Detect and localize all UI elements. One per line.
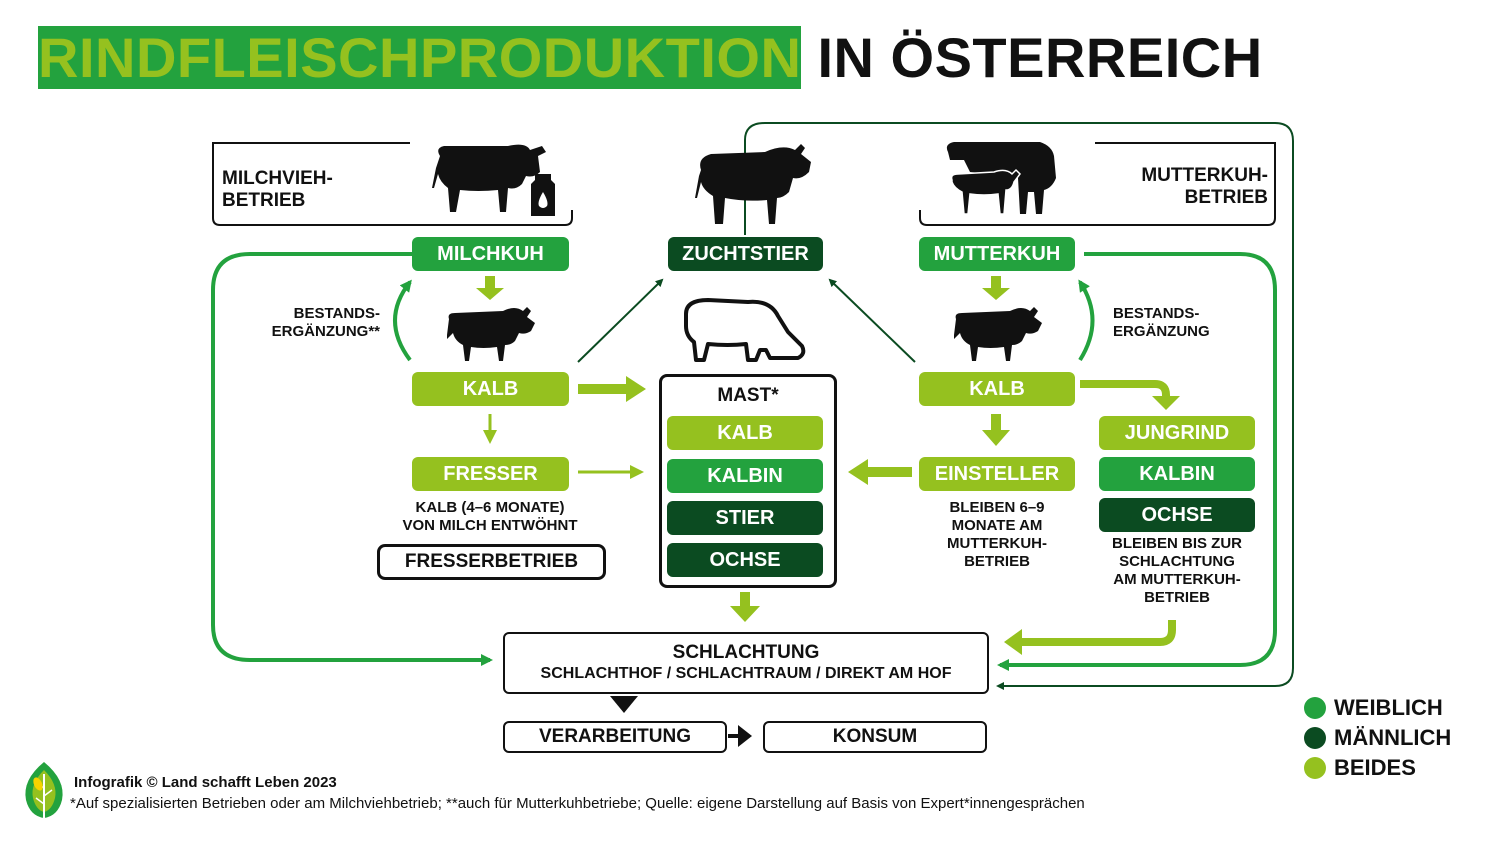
fresserbetrieb-box: FRESSERBETRIEB (377, 544, 606, 580)
footer-note: *Auf spezialisierten Betrieben oder am M… (70, 795, 1085, 812)
mast-title: MAST* (717, 385, 779, 406)
konsum-box: KONSUM (763, 721, 987, 753)
suckler-cow-calf-icon (946, 142, 1056, 215)
milk-farm-line2: BETRIEB (222, 190, 306, 211)
mast-item-kalbin: KALBIN (667, 459, 823, 493)
node-einsteller: EINSTELLER (919, 457, 1075, 491)
page-title: RINDFLEISCHPRODUKTION IN ÖSTERREICH (38, 26, 1263, 89)
ochse-note-line3: AM MUTTERKUH- (1113, 571, 1241, 588)
node-kalb-left: KALB (412, 372, 569, 406)
ochse-note: BLEIBEN BIS ZUR SCHLACHTUNG AM MUTTERKUH… (1092, 535, 1262, 607)
einsteller-note-line3: MUTTERKUH- (947, 535, 1047, 552)
ochse-note-line2: SCHLACHTUNG (1119, 553, 1235, 570)
node-ochse-right: OCHSE (1099, 498, 1255, 532)
milk-farm-line1: MILCHVIEH- (222, 168, 333, 189)
fresser-note: KALB (4–6 MONATE) VON MILCH ENTWÖHNT (360, 499, 620, 535)
fresser-note-line1: KALB (4–6 MONATE) (415, 499, 565, 516)
einsteller-note-line2: MONATE AM (951, 517, 1043, 534)
fresser-note-line2: VON MILCH ENTWÖHNT (402, 517, 578, 534)
node-mutterkuh: MUTTERKUH (919, 237, 1075, 271)
einsteller-note-line4: BETRIEB (964, 553, 1030, 570)
fattening-bull-outline-icon (684, 298, 806, 362)
milk-can-icon (531, 174, 555, 216)
legend-label-maennlich: MÄNNLICH (1334, 725, 1452, 750)
legend-dot-beides (1304, 757, 1326, 779)
legend-label-beides: BEIDES (1334, 755, 1416, 780)
mast-item-kalb: KALB (667, 416, 823, 450)
schlachtung-title: SCHLACHTUNG (672, 642, 820, 663)
bestand-right-line1: BESTANDS- (1113, 305, 1200, 322)
schlachtung-box: SCHLACHTUNG SCHLACHTHOF / SCHLACHTRAUM /… (503, 632, 989, 694)
dairy-cow-icon (432, 144, 546, 212)
suckler-farm-outline (919, 142, 1276, 226)
verarbeitung-box: VERARBEITUNG (503, 721, 727, 753)
suckler-farm-line1: MUTTERKUH- (1141, 165, 1268, 186)
mast-item-stier: STIER (667, 501, 823, 535)
node-kalbin-right: KALBIN (1099, 457, 1255, 491)
einsteller-note-line1: BLEIBEN 6–9 (949, 499, 1045, 516)
calf-left-icon (447, 307, 535, 361)
bestand-left-line1: BESTANDS- (293, 305, 380, 322)
ochse-note-line4: BETRIEB (1144, 589, 1210, 606)
legend-dot-weiblich (1304, 697, 1326, 719)
suckler-farm-label: MUTTERKUH- BETRIEB (1100, 165, 1268, 209)
suckler-farm-line2: BETRIEB (1184, 187, 1268, 208)
milk-farm-label: MILCHVIEH- BETRIEB (222, 168, 333, 212)
einsteller-note: BLEIBEN 6–9 MONATE AM MUTTERKUH- BETRIEB (917, 499, 1077, 571)
node-zuchtstier: ZUCHTSTIER (668, 237, 823, 271)
calf-right-icon (954, 307, 1042, 361)
node-jungrind: JUNGRIND (1099, 416, 1255, 450)
bestand-right-line2: ERGÄNZUNG (1113, 323, 1210, 340)
bestand-left-label: BESTANDS- ERGÄNZUNG** (230, 305, 380, 341)
bestand-left-line2: ERGÄNZUNG** (271, 323, 380, 340)
footer-credit: Infografik © Land schafft Leben 2023 (74, 774, 337, 791)
ochse-note-line1: BLEIBEN BIS ZUR (1111, 535, 1242, 552)
node-fresser: FRESSER (412, 457, 569, 491)
legend-dot-maennlich (1304, 727, 1326, 749)
node-milchkuh: MILCHKUH (412, 237, 569, 271)
node-kalb-right: KALB (919, 372, 1075, 406)
leaf-logo-icon (25, 762, 63, 820)
mast-item-ochse: OCHSE (667, 543, 823, 577)
milk-farm-outline (212, 142, 573, 226)
legend-label-weiblich: WEIBLICH (1334, 695, 1443, 720)
title-part-2: IN ÖSTERREICH (817, 26, 1263, 89)
schlachtung-subtitle: SCHLACHTHOF / SCHLACHTRAUM / DIREKT AM H… (540, 665, 952, 682)
bestand-right-label: BESTANDS- ERGÄNZUNG (1113, 305, 1210, 341)
title-part-1: RINDFLEISCHPRODUKTION (38, 26, 802, 89)
breeding-bull-icon (695, 144, 811, 224)
